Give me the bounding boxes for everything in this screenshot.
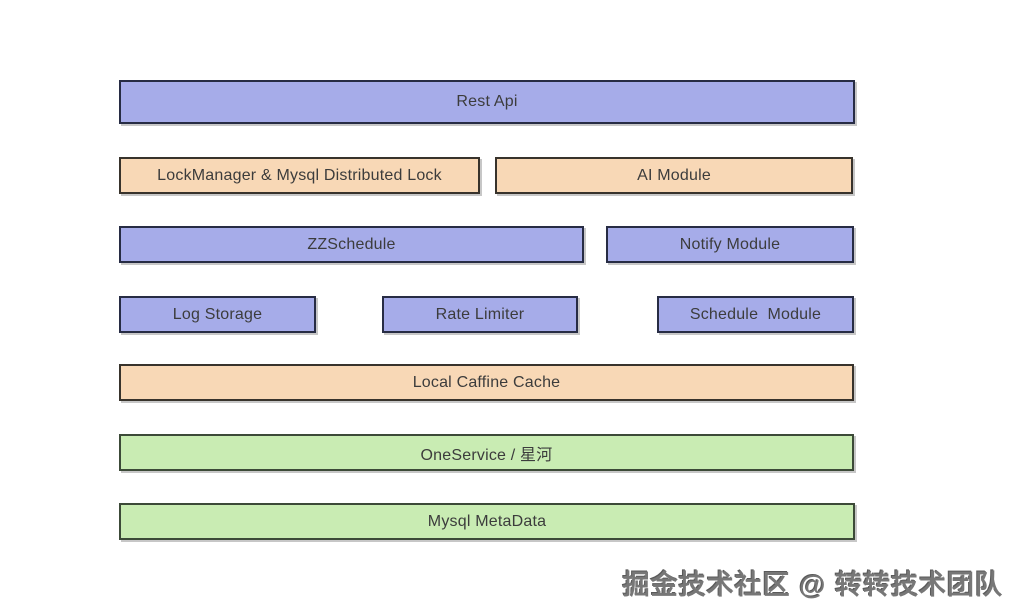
box-rate-limiter: Rate Limiter [382, 296, 578, 333]
box-label-ai-module: AI Module [637, 166, 711, 184]
box-label-oneservice: OneService / 星河 [420, 446, 553, 464]
box-label-log-storage: Log Storage [172, 305, 263, 323]
watermark-text: 掘金技术社区 @ 转转技术团队 [622, 570, 1003, 600]
box-log-storage: Log Storage [119, 296, 316, 333]
box-notify-module: Notify Module [606, 226, 854, 263]
box-label-zzschedule: ZZSchedule [307, 235, 396, 253]
box-local-caffine-cache: Local Caffine Cache [119, 364, 854, 401]
box-label-local-caffine-cache: Local Caffine Cache [412, 373, 561, 391]
box-mysql-metadata: Mysql MetaData [119, 503, 855, 540]
box-rest-api: Rest Api [119, 80, 855, 124]
box-label-lock-manager: LockManager & Mysql Distributed Lock [157, 166, 442, 184]
box-label-mysql-metadata: Mysql MetaData [427, 512, 547, 530]
box-label-schedule-module: Schedule Module [689, 305, 822, 323]
box-label-notify-module: Notify Module [679, 235, 781, 253]
box-oneservice: OneService / 星河 [119, 434, 854, 471]
box-lock-manager: LockManager & Mysql Distributed Lock [119, 157, 480, 194]
box-label-rate-limiter: Rate Limiter [435, 305, 525, 323]
box-zzschedule: ZZSchedule [119, 226, 584, 263]
box-ai-module: AI Module [495, 157, 853, 194]
box-schedule-module: Schedule Module [657, 296, 854, 333]
box-label-rest-api: Rest Api [456, 93, 518, 110]
